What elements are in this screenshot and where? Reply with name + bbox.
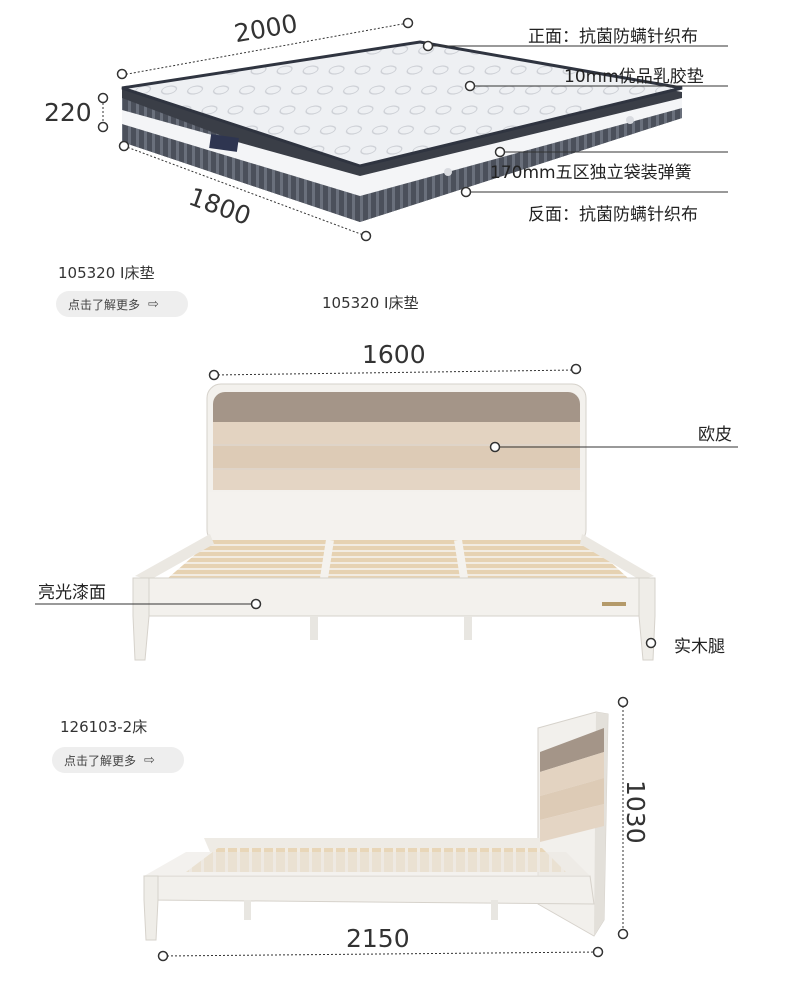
learn-more-label: 点击了解更多	[68, 297, 141, 312]
bed-side-dimension-lines	[162, 702, 624, 957]
bed-front-callout-lines	[35, 446, 738, 605]
mattress-learn-more-button[interactable]: 点击了解更多 ⇨	[56, 291, 188, 317]
bed-side-image	[143, 711, 609, 941]
bed-front-image	[132, 383, 656, 661]
bed-front-dots	[208, 363, 657, 649]
callout-gloss-paint: 亮光漆面	[38, 583, 106, 603]
callout-front-fabric: 正面：抗菌防螨针织布	[528, 27, 698, 47]
mattress-dimension-lines	[102, 22, 409, 237]
bed-model-label: 126103-2床	[60, 718, 148, 736]
learn-more-label: 点击了解更多	[64, 753, 137, 768]
mattress-callout-lines	[428, 45, 728, 193]
mattress-image	[121, 40, 683, 222]
mattress-model-label: 105320 Ⅰ床垫	[58, 264, 155, 282]
bed-learn-more-button[interactable]: 点击了解更多 ⇨	[52, 747, 184, 773]
arrow-right-icon: ⇨	[148, 296, 159, 312]
bed-front-dimension-line	[213, 369, 577, 376]
bed-width-label: 1600	[362, 340, 426, 369]
mattress-dimension-dots	[97, 17, 414, 242]
callout-wood-legs: 实木腿	[674, 637, 725, 657]
callout-latex-layer: 10mm优品乳胶垫	[564, 67, 704, 87]
mattress-callout-dots	[422, 40, 506, 198]
bed-side-dots	[157, 696, 629, 962]
bed-height-label: 1030	[621, 780, 650, 844]
mattress-model-caption: 105320 Ⅰ床垫	[322, 294, 419, 312]
callout-leather: 欧皮	[698, 425, 732, 445]
bed-length-label: 2150	[346, 924, 410, 953]
callout-back-fabric: 反面：抗菌防螨针织布	[528, 205, 698, 225]
mattress-height-label: 220	[44, 98, 92, 127]
arrow-right-icon: ⇨	[144, 752, 155, 768]
callout-pocket-springs: 170mm五区独立袋装弹簧	[490, 163, 692, 183]
